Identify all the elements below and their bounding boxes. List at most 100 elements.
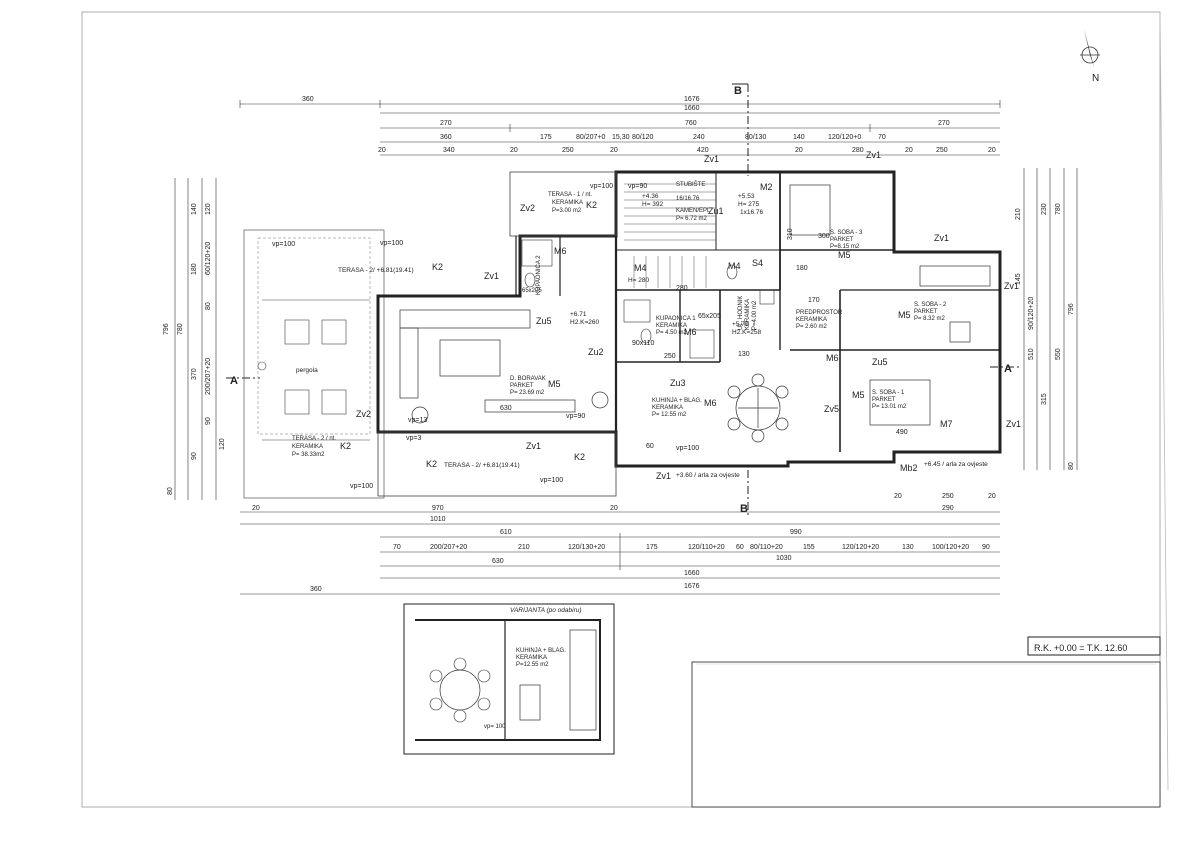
level-stair1-h: H= 392 [642,201,664,208]
boravak-floor: PARKET [510,383,534,389]
dim-top-20b: 20 [510,147,518,154]
level-ext-entry: +3.60 / arla za ovjeste [676,472,740,479]
north-arrow-icon: N [1080,29,1100,84]
soba2-area: P= 8.32 m2 [914,316,946,322]
tag-zv2-a: Zv2 [520,203,535,213]
terasa2-floor: KERAMIKA [292,444,323,450]
dim-left-780: 780 [177,323,184,335]
level-stair-size: 1x16.76 [740,209,764,216]
note-130: 130 [738,351,750,358]
variant-inset: VARIJANTA (po odabiru) KUHINJA + BLAG. K… [403,603,615,755]
dim-right-550: 550 [1055,348,1062,360]
dim-left-140: 140 [191,203,198,215]
tag-zv1-d: Zv1 [1004,281,1019,291]
level-ext-right: +6.45 / arla za ovjeste [924,461,988,468]
tag-zu2: Zu2 [588,347,604,357]
sheet-border [81,11,1161,808]
dim-top-250b: 250 [936,147,948,154]
ulaz-area: P=4.00 m2 [752,300,758,330]
dim-bot-200-207: 200/207+20 [430,544,467,551]
tag-zv1-b: Zv1 [866,150,881,160]
room-kuhinja: KUHINJA + BLAG. KERAMIKA P= 12.55 m2 [652,398,702,418]
dim-right-210: 210 [1015,208,1022,220]
note-90x110: 90x110 [632,340,655,347]
title-block: R.K. +0.00 = T.K. 12.60 [691,636,1161,808]
dim-right-780: 780 [1055,203,1062,215]
tag-m6-c: M6 [704,398,717,408]
tag-m5-c: M5 [898,310,911,320]
stubiste-floor: KAMEN/EPL [676,208,711,214]
dim-top-120-120: 120/120+0 [828,134,861,141]
dim-bot-1676: 1676 [684,583,700,590]
note-300: 300 [818,233,830,240]
dim-left-120: 120 [205,203,212,215]
room-terasa-2: TERASA - 2 / nt. KERAMIKA P= 38.33m2 [292,436,336,458]
variant-area: P=12.55 m2 [516,662,549,668]
dim-top-270b: 270 [938,120,950,127]
note-vp100-a: vp=100 [272,241,295,248]
predprostor-area: P= 2.60 m2 [796,324,828,330]
dim-top-1676: 1676 [684,96,700,103]
dim-bot-120-120: 120/120+20 [842,544,879,551]
room-boravak: D. BORAVAK PARKET P= 23.69 m2 [510,376,546,396]
dim-left-180: 180 [191,263,198,275]
soba3-name: S. SOBA - 3 [830,230,863,236]
terasa1-area: P=3.00 m2 [552,208,582,214]
note-170: 170 [808,297,820,304]
tag-m2: M2 [760,182,773,192]
level-reference: R.K. +0.00 = T.K. 12.60 [1034,643,1127,653]
level-markers: +4.36 H= 392 +5.53 H= 275 1x16.76 +6.71 … [570,193,988,479]
tag-zv1-f: Zv1 [484,271,499,281]
dim-bot-90: 90 [982,544,990,551]
ulaz-floor: KERAMIKA [745,299,751,330]
dim-bot-1010: 1010 [430,516,446,523]
predprostor-floor: KERAMIKA [796,317,827,323]
kupaonica1-area: P= 4.50 m2 [656,330,688,336]
dim-bot-1660: 1660 [684,570,700,577]
tag-m6-a: M6 [554,246,567,256]
room-terasa-1: TERASA - 1 / nt. KERAMIKA P=3.00 m2 [548,192,592,214]
dim-top-20e: 20 [905,147,913,154]
room-stubiste: STUBIŠTE 16/16.76 KAMEN/EPL P= 6.72 m2 [676,181,711,222]
dim-top-20d: 20 [795,147,803,154]
tag-k2-a: K2 [586,200,597,210]
note-490: 490 [896,429,908,436]
note-vp90-a: vp=90 [566,413,585,420]
room-predprostor: PREDPROSTOR KERAMIKA P= 2.60 m2 [796,310,843,330]
bedroom-beds [789,184,991,426]
tag-k2-c: K2 [340,441,351,451]
dim-bot-20a: 20 [252,505,260,512]
section-a-label-left: A [230,375,238,387]
tag-s4: S4 [752,258,763,268]
terasa-top-label: TERASA - 2/ +6.81(19.41) [338,267,414,274]
terasa2-name: TERASA - 2 / nt. [292,436,336,442]
left-dimensions [174,178,217,500]
note-250: 250 [664,353,676,360]
soba1-area: P= 13.01 m2 [872,404,907,410]
dim-left-200-207: 200/207+20 [205,358,212,395]
level-ulaz: +5.70 [732,321,749,328]
section-b-top: B [732,83,749,176]
dim-bot-155: 155 [803,544,815,551]
dim-top-20f: 20 [988,147,996,154]
dim-top-250a: 250 [562,147,574,154]
soba1-name: S. SOBA - 1 [872,390,905,396]
tag-zv1-a: Zv1 [704,154,719,164]
note-280: 280 [676,285,688,292]
tag-m4-a: M4 [634,263,647,273]
room-soba-2: S. SOBA - 2 PARKET P= 8.32 m2 [914,302,947,322]
note-630: 630 [500,405,512,412]
dim-left-796: 796 [163,323,170,335]
kupaonica2-size: 65x205 [522,288,542,294]
dim-bot-360: 360 [310,586,322,593]
predprostor-name: PREDPROSTOR [796,310,843,316]
dim-bot-120-110: 120/110+20 [688,544,725,551]
pergola-label: pergola [296,367,318,374]
dim-top-70: 70 [878,134,886,141]
dim-bot-80-110: 80/110+20 [750,544,783,551]
level-stair2: +5.53 [738,193,755,200]
dim-bot-630: 630 [492,558,504,565]
dim-bot-20b: 20 [610,505,618,512]
level-boravak-kv: H2.K=260 [570,319,599,326]
variant-room-name: KUHINJA + BLAG. [516,648,566,654]
